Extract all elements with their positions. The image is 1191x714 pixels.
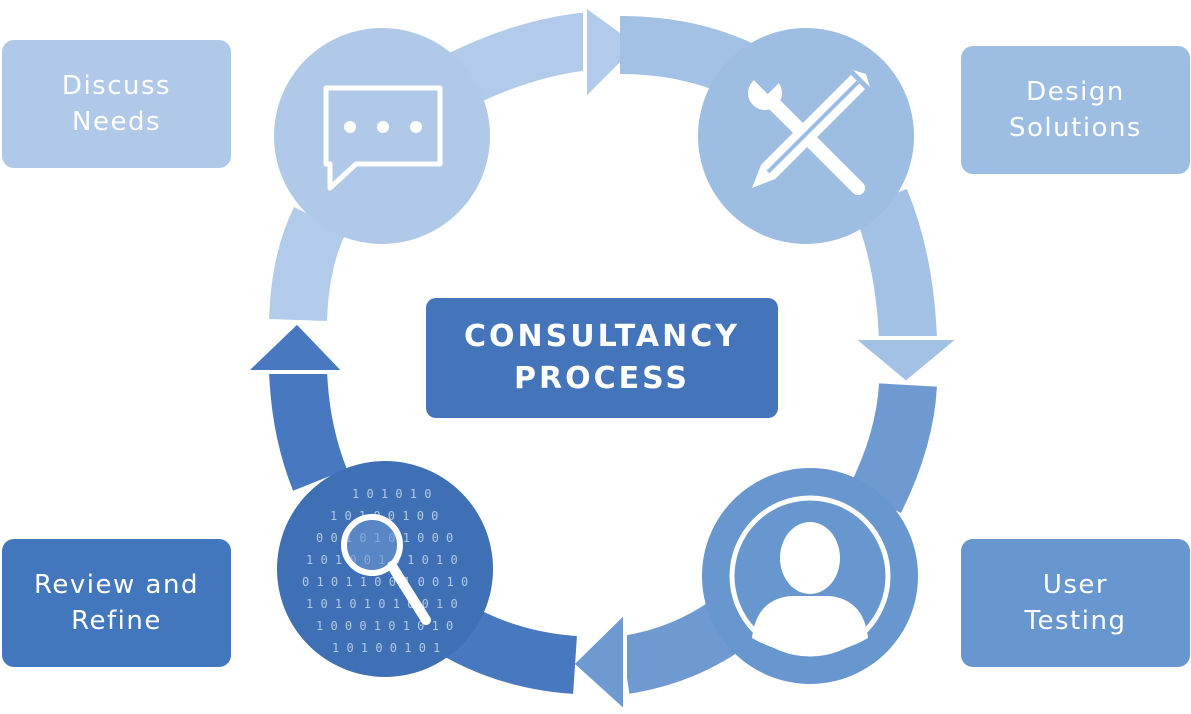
step-circle-testing (702, 468, 918, 684)
step-label-testing-line2: Testing (1024, 606, 1127, 636)
step-label-testing: User Testing (961, 539, 1190, 667)
step-label-review-line2: Refine (71, 606, 162, 636)
step-circle-design (698, 28, 914, 244)
step-label-testing-line1: User (1042, 570, 1109, 600)
user-icon (729, 495, 891, 657)
svg-text:1 0 0 0 1 0 1 0 1 0: 1 0 0 0 1 0 1 0 1 0 (316, 619, 453, 633)
svg-text:1 0 1 0 1 0 1 0 0 1 0: 1 0 1 0 1 0 1 0 0 1 0 (306, 597, 458, 611)
magnifier-binary-icon: 1 0 1 0 1 0 1 0 1 0 0 1 0 0 0 0 1 0 1 0 … (302, 487, 468, 655)
center-title-line2: PROCESS (514, 361, 690, 396)
step-label-review-line1: Review and (34, 570, 199, 600)
step-label-design: Design Solutions (961, 46, 1190, 174)
step-label-discuss: Discuss Needs (2, 40, 231, 168)
step-circle-discuss (274, 28, 490, 244)
step-label-design-line2: Solutions (1009, 113, 1142, 143)
step-label-discuss-line1: Discuss (61, 71, 172, 101)
speech-bubble-icon (323, 85, 443, 191)
step-label-design-line1: Design (1026, 77, 1125, 107)
svg-text:1 0 1 0 1 0: 1 0 1 0 1 0 (352, 487, 431, 501)
svg-text:0 1 0 1 1 0 0 1 0 0 1 0: 0 1 0 1 1 0 0 1 0 0 1 0 (302, 575, 468, 589)
center-title: CONSULTANCY PROCESS (426, 298, 778, 418)
center-title-line1: CONSULTANCY (464, 319, 740, 354)
step-label-review: Review and Refine (2, 539, 231, 667)
svg-text:1 0 1 0 0 1 0 1: 1 0 1 0 0 1 0 1 (332, 641, 440, 655)
step-label-discuss-line2: Needs (72, 107, 161, 137)
step-circle-review: 1 0 1 0 1 0 1 0 1 0 0 1 0 0 0 0 1 0 1 0 … (277, 461, 493, 677)
arrow-discuss-to-design (447, 1, 644, 107)
tools-icon (748, 65, 870, 195)
